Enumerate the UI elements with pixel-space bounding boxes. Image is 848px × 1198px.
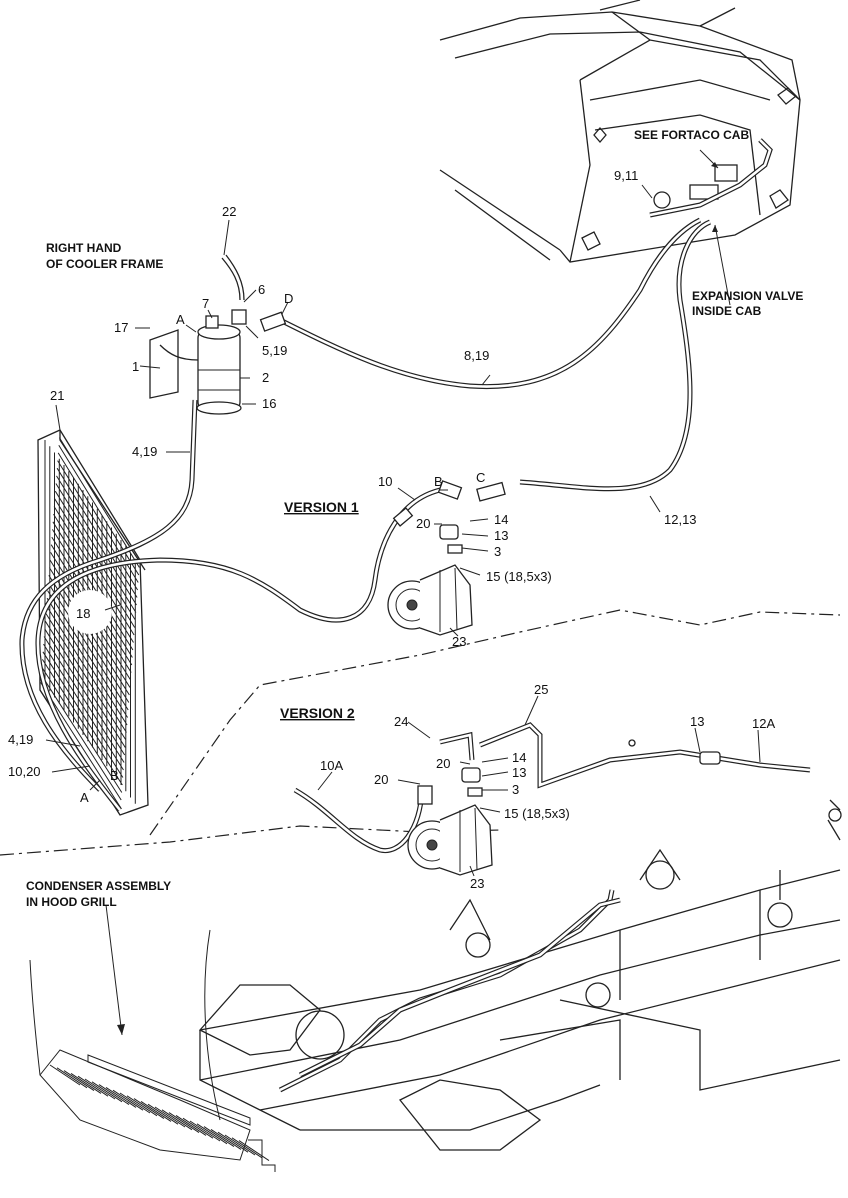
callout-circle-18 [68, 590, 112, 634]
label-3-v2: 3 [512, 782, 519, 797]
pipe-25-12A [479, 722, 811, 789]
label-12A: 12A [752, 716, 775, 731]
note-condenser-2: IN HOOD GRILL [26, 895, 117, 909]
hose-8-19 [278, 217, 702, 390]
leader-lines [45, 149, 761, 1036]
label-21: 21 [50, 388, 64, 403]
label-D: D [284, 291, 293, 306]
note-right-hand-1: RIGHT HAND [46, 241, 122, 255]
separator-upper [149, 609, 841, 836]
label-B-bottom: B [110, 768, 119, 783]
label-8-19: 8,19 [464, 348, 489, 363]
label-15-v2: 15 (18,5x3) [504, 806, 570, 821]
hood-grill [29, 929, 276, 1172]
label-13-v2: 13 [512, 765, 526, 780]
label-4-19-top: 4,19 [132, 444, 157, 459]
label-9-11: 9,11 [614, 168, 638, 183]
hose-4-19 [19, 399, 198, 792]
label-6: 6 [258, 282, 265, 297]
note-condenser-1: CONDENSER ASSEMBLY [26, 879, 171, 893]
label-18: 18 [76, 606, 90, 621]
label-A-top: A [176, 312, 185, 327]
hose-12-13 [519, 219, 712, 492]
label-13-v1: 13 [494, 528, 508, 543]
label-22: 22 [222, 204, 236, 219]
label-13-v2-right: 13 [690, 714, 704, 729]
label-C: C [476, 470, 485, 485]
label-20-v2-lower: 20 [374, 772, 388, 787]
label-7: 7 [202, 296, 209, 311]
compressor-v2 [407, 767, 493, 876]
label-20-v1: 20 [416, 516, 430, 531]
hose-10 [35, 487, 441, 812]
hose-10A [293, 787, 425, 854]
label-A-bottom: A [80, 790, 89, 805]
version-2-heading: VERSION 2 [280, 705, 355, 721]
label-16: 16 [262, 396, 276, 411]
version-1-heading: VERSION 1 [284, 499, 359, 515]
label-1: 1 [132, 359, 139, 374]
label-14-v1: 14 [494, 512, 508, 527]
cab-illustration [439, 0, 801, 263]
receiver-drier [149, 309, 287, 415]
note-expansion-valve-2: INSIDE CAB [692, 304, 762, 318]
hose-22 [221, 254, 245, 301]
label-20-v2-upper: 20 [436, 756, 450, 771]
note-see-fortaco-cab: SEE FORTACO CAB [634, 128, 749, 142]
label-3-v1: 3 [494, 544, 501, 559]
label-2: 2 [262, 370, 269, 385]
separator-lower [0, 825, 501, 856]
text-labels: SEE FORTACO CAB 9,11 EXPANSION VALVE INS… [8, 128, 803, 909]
note-expansion-valve-1: EXPANSION VALVE [692, 289, 803, 303]
chassis-illustration [198, 799, 842, 1151]
label-14-v2: 14 [512, 750, 526, 765]
label-10-20: 10,20 [8, 764, 41, 779]
label-12-13: 12,13 [664, 512, 697, 527]
label-10: 10 [378, 474, 392, 489]
label-24: 24 [394, 714, 408, 729]
note-right-hand-2: OF COOLER FRAME [46, 257, 163, 271]
label-23-v2: 23 [470, 876, 484, 891]
pipe-24 [439, 731, 475, 761]
label-10A: 10A [320, 758, 343, 773]
label-5-19: 5,19 [262, 343, 287, 358]
label-15-v1: 15 (18,5x3) [486, 569, 552, 584]
compressor-v1 [387, 480, 506, 636]
label-25: 25 [534, 682, 548, 697]
label-17: 17 [114, 320, 128, 335]
label-4-19-bottom: 4,19 [8, 732, 33, 747]
label-B: B [434, 474, 443, 489]
label-23-v1: 23 [452, 634, 466, 649]
